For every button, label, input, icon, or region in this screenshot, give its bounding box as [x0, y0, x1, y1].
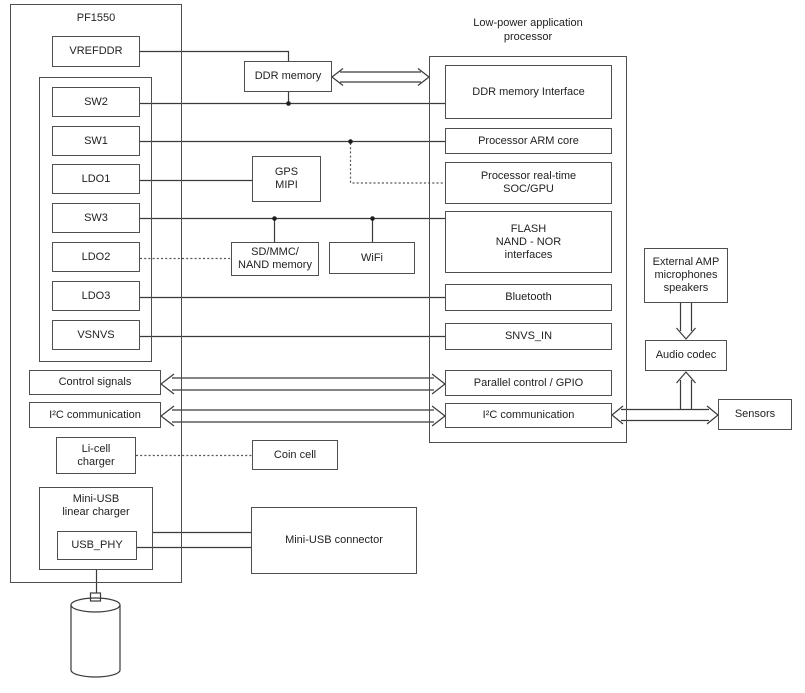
block-licell-charger: Li-cell charger [56, 437, 136, 474]
block-gps-mipi: GPS MIPI [252, 156, 321, 202]
block-sdmmc-nand: SD/MMC/ NAND memory [231, 242, 319, 276]
block-snvs-in: SNVS_IN [445, 323, 612, 350]
block-mini-usb-connector: Mini-USB connector [251, 507, 417, 574]
block-ddr-interface: DDR memory Interface [445, 65, 612, 119]
dotted-sw1-realtime [349, 143, 445, 184]
block-sw3: SW3 [52, 203, 140, 233]
arrow-amp-to-codec [676, 303, 696, 340]
block-ldo2: LDO2 [52, 242, 140, 272]
arrow-ddr-bidirectional [331, 68, 430, 86]
block-ddr-memory: DDR memory [244, 61, 332, 92]
block-arm-core: Processor ARM core [445, 128, 612, 154]
block-sensors: Sensors [718, 399, 792, 430]
regulator-group-frame [39, 77, 152, 362]
block-flash-interfaces: FLASH NAND - NOR interfaces [445, 211, 612, 273]
junction-dots [272, 101, 375, 221]
block-usb-phy: USB_PHY [57, 531, 137, 560]
block-audio-codec: Audio codec [645, 340, 727, 371]
block-control-signals: Control signals [29, 370, 161, 395]
processor-title: Low-power application processor [473, 17, 583, 43]
block-mini-usb-charger: Mini-USB linear charger [39, 487, 153, 570]
pf1550-outer-frame [10, 4, 182, 583]
pf1550-title: PF1550 [76, 12, 116, 24]
block-ldo1: LDO1 [52, 164, 140, 194]
block-sw2: SW2 [52, 87, 140, 117]
block-bluetooth: Bluetooth [445, 284, 612, 311]
arrow-bus-to-codec [676, 371, 696, 410]
block-realtime-soc-gpu: Processor real-time SOC/GPU [445, 162, 612, 204]
processor-outer-frame [429, 56, 627, 443]
battery-icon [70, 592, 121, 678]
block-external-amp: External AMP microphones speakers [644, 248, 728, 303]
block-vrefddr: VREFDDR [52, 36, 140, 67]
arrow-i2c-left [160, 405, 446, 427]
arrow-control-signals [160, 373, 446, 395]
block-i2c-pf1550: I²C communication [29, 402, 161, 428]
wire-vrefddr-ddr [140, 50, 290, 103]
block-i2c-processor: I²C communication [445, 403, 612, 428]
block-sw1: SW1 [52, 126, 140, 156]
block-coin-cell: Coin cell [252, 440, 338, 470]
arrow-i2c-sensors [611, 405, 719, 425]
block-ldo3: LDO3 [52, 281, 140, 311]
block-parallel-gpio: Parallel control / GPIO [445, 370, 612, 396]
block-wifi: WiFi [329, 242, 415, 274]
block-vsnvs: VSNVS [52, 320, 140, 350]
